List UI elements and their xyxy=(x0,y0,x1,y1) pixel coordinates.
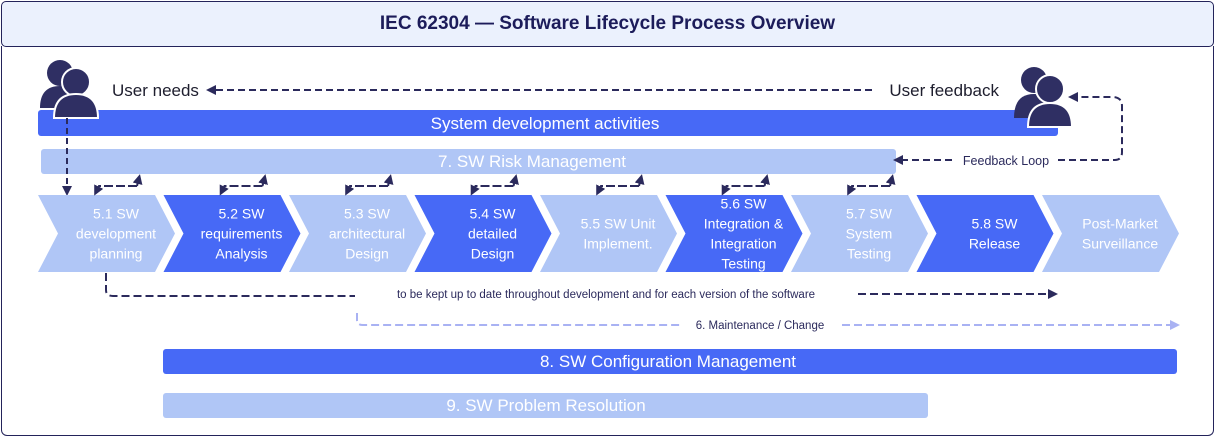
maintenance-line xyxy=(356,313,680,326)
process-step-label: requirements xyxy=(201,226,283,242)
keep-up-to-date-line xyxy=(105,273,355,297)
risk-up-arrow xyxy=(885,174,896,187)
system-development-bar xyxy=(38,110,1058,136)
process-step-label: development xyxy=(76,226,156,242)
risk-down-arrow xyxy=(596,184,639,196)
users-icon-left xyxy=(40,60,100,119)
process-step-label: Post-Market xyxy=(1082,216,1158,232)
keep-up-to-date-label: to be kept up to date throughout develop… xyxy=(397,289,815,301)
diagram-frame xyxy=(1,46,1214,436)
process-step-chevron xyxy=(163,195,301,272)
risk-down-arrow xyxy=(721,184,765,196)
process-step-label: Implement. xyxy=(583,236,652,252)
feedback-loop-label: Feedback Loop xyxy=(963,154,1049,168)
process-step-label: 5.6 SW xyxy=(721,196,768,212)
risk-down-arrow xyxy=(470,184,514,196)
risk-down-arrow xyxy=(345,184,388,196)
process-step-label: System xyxy=(846,226,893,242)
process-step-label: Integration & xyxy=(704,216,784,232)
maintenance-label: 6. Maintenance / Change xyxy=(696,320,825,332)
risk-management-label: 7. SW Risk Management xyxy=(438,152,626,171)
process-step-chevron xyxy=(916,195,1054,272)
process-step-label: Surveillance xyxy=(1082,236,1158,252)
process-step-label: architectural xyxy=(329,226,405,242)
process-step-chevron xyxy=(665,195,803,272)
process-step-label: Integration xyxy=(710,236,776,252)
process-step-label: Design xyxy=(345,246,389,262)
risk-management-bar xyxy=(41,149,896,174)
risk-up-arrow xyxy=(383,174,394,187)
user-feedback-label: User feedback xyxy=(889,81,999,100)
risk-up-arrow xyxy=(634,174,645,187)
process-step-label: Testing xyxy=(847,246,891,262)
problem-resolution-bar xyxy=(163,393,928,418)
page-title: IEC 62304 — Software Lifecycle Process O… xyxy=(379,13,836,34)
process-step-label: detailed xyxy=(468,226,517,242)
feedback-loop-arrow-right xyxy=(1058,92,1123,161)
process-step-label: 5.1 SW xyxy=(93,206,140,222)
risk-up-arrow xyxy=(509,174,519,187)
process-step-label: Analysis xyxy=(215,246,267,262)
risk-down-arrow xyxy=(847,184,890,196)
problem-resolution-label: 9. SW Problem Resolution xyxy=(446,396,645,415)
process-step-label: Release xyxy=(969,236,1021,252)
process-step-label: Testing xyxy=(721,256,765,272)
system-development-label: System development activities xyxy=(431,114,660,133)
process-step-chevron xyxy=(791,195,928,272)
user-needs-label: User needs xyxy=(112,81,199,100)
process-step-label: 5.3 SW xyxy=(344,206,391,222)
process-step-chevron xyxy=(289,195,426,272)
process-step-chevron xyxy=(414,195,552,272)
risk-up-arrow xyxy=(258,174,268,187)
process-step-chevron xyxy=(540,195,677,272)
process-step-label: 5.8 SW xyxy=(972,216,1019,232)
process-step-chevron xyxy=(38,195,175,272)
configuration-management-label: 8. SW Configuration Management xyxy=(540,352,796,371)
users-icon-right xyxy=(1014,67,1074,128)
process-step-label: 5.7 SW xyxy=(846,206,893,222)
process-step-label: planning xyxy=(90,246,143,262)
process-step-label: 5.2 SW xyxy=(219,206,266,222)
risk-down-arrow xyxy=(219,184,263,196)
configuration-management-bar xyxy=(163,349,1177,374)
process-step-label: 5.4 SW xyxy=(470,206,517,222)
risk-up-arrow xyxy=(132,174,143,187)
title-bar: IEC 62304 — Software Lifecycle Process O… xyxy=(1,1,1214,47)
process-step-label: 5.5 SW Unit xyxy=(581,216,656,232)
process-steps: 5.1 SW development planning 5.2 SW requireme… xyxy=(38,174,1179,272)
process-step-chevron xyxy=(1042,195,1179,272)
risk-down-arrow xyxy=(94,184,137,196)
process-step-label: Design xyxy=(471,246,515,262)
risk-up-arrow xyxy=(760,174,770,187)
